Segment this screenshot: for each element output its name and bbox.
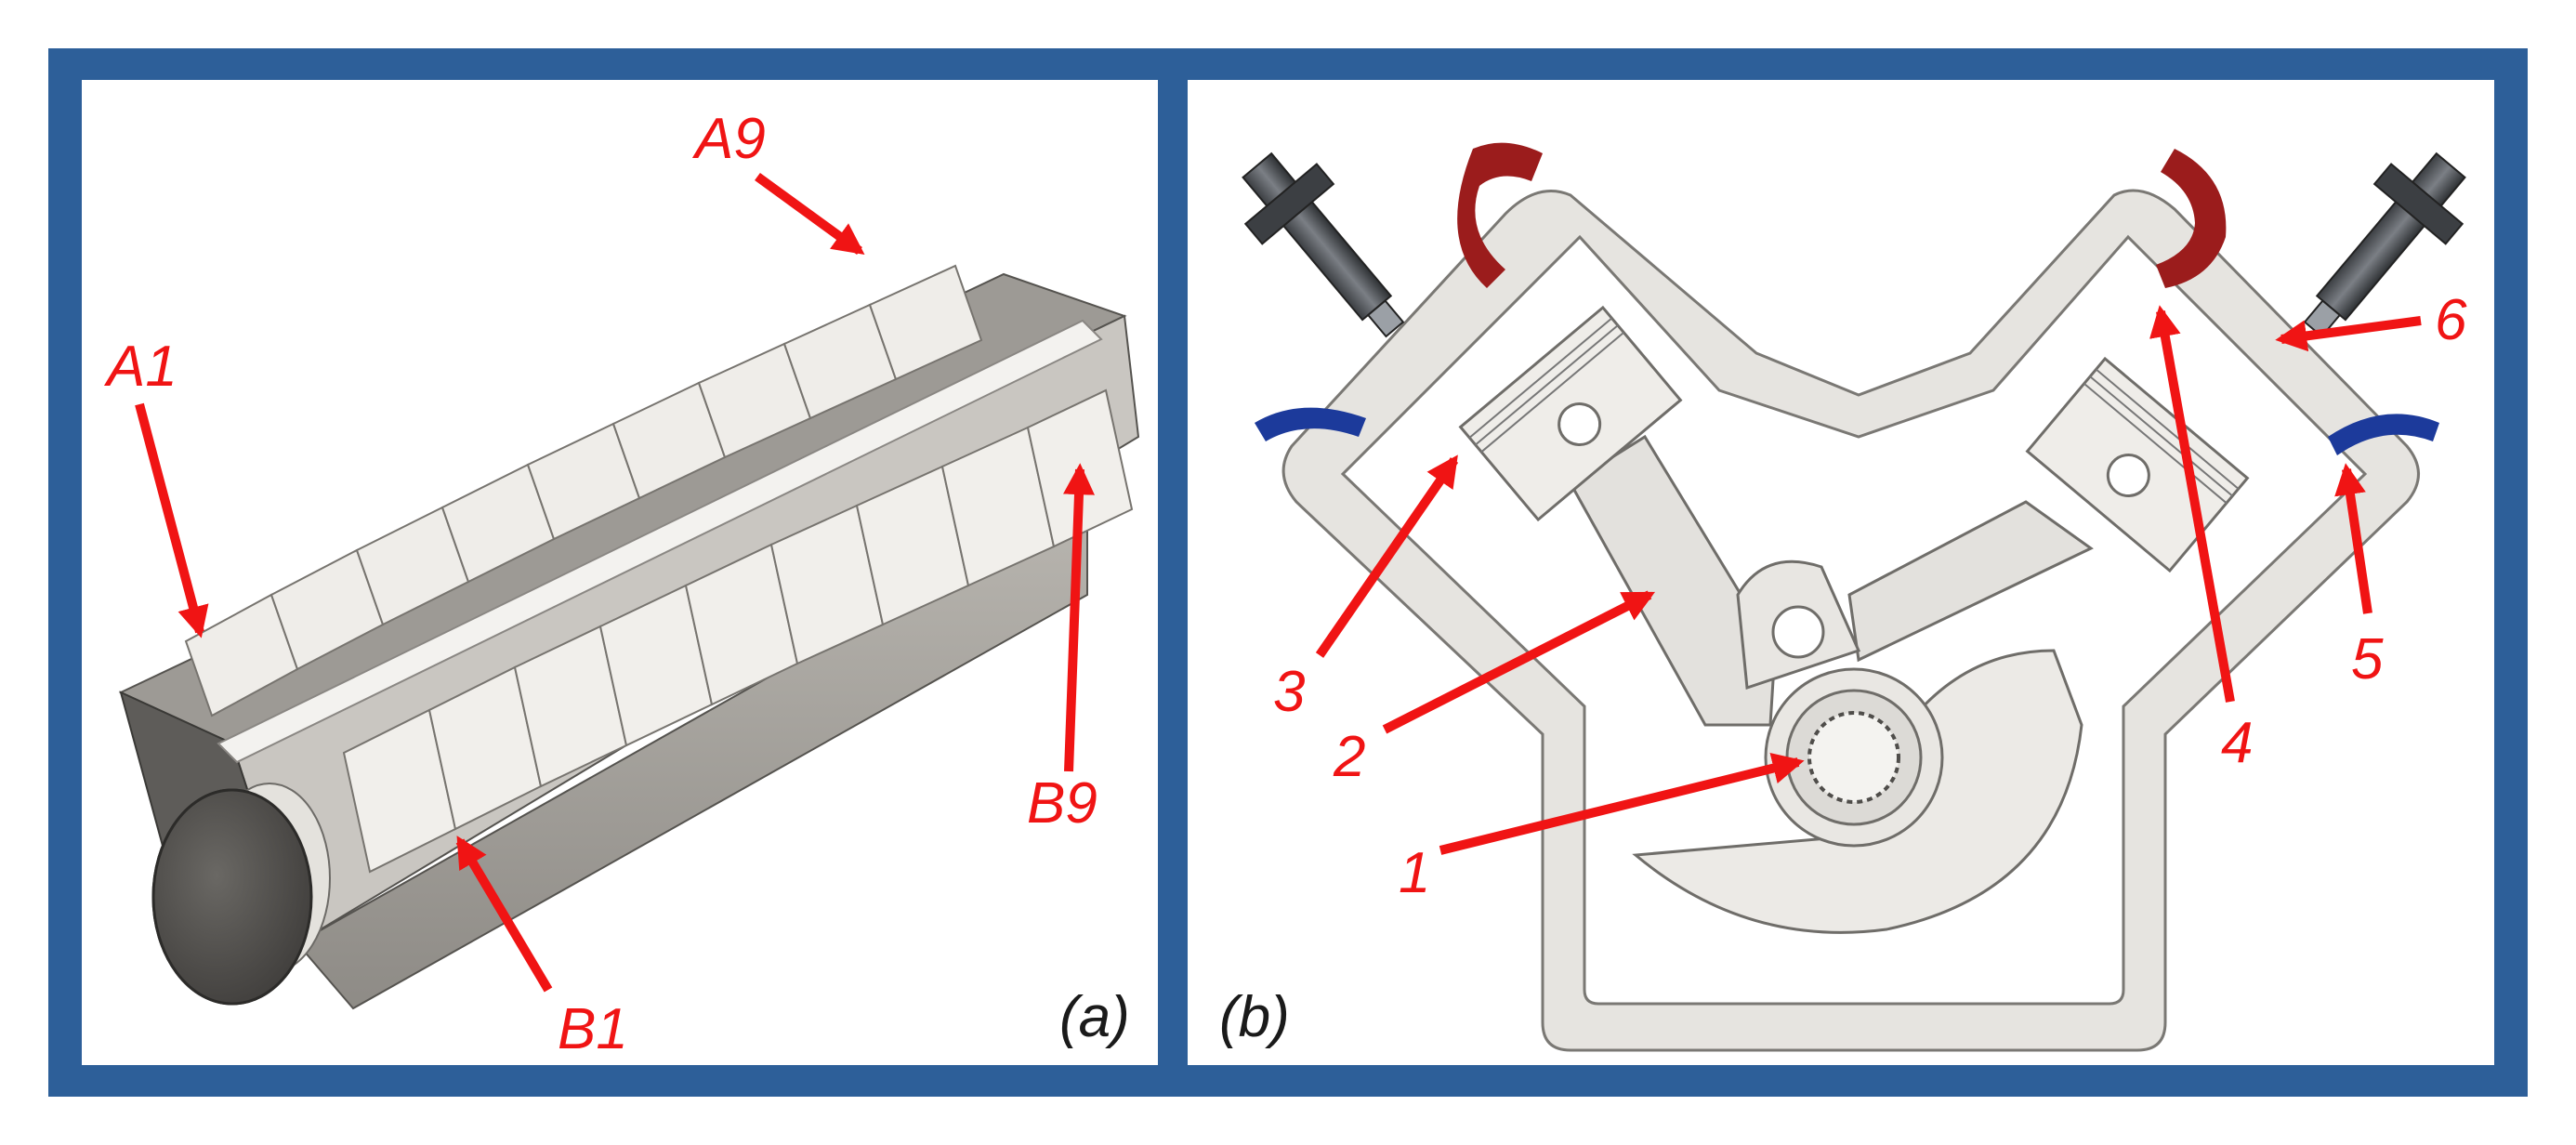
- arrow-a9: [755, 172, 865, 256]
- arrow-b9: [1063, 463, 1095, 772]
- spark-plug-right: [2303, 151, 2466, 338]
- panel-b-tag: (b): [1219, 985, 1290, 1049]
- label-b9: B9: [1027, 771, 1097, 836]
- arrow-4: [2149, 305, 2235, 703]
- label-5: 5: [2351, 627, 2384, 691]
- label-1: 1: [1399, 841, 1430, 905]
- intake-port-right: [2328, 414, 2439, 455]
- exhaust-port-right: [2156, 149, 2227, 288]
- label-a9: A9: [691, 107, 766, 171]
- arrow-a1: [135, 402, 209, 638]
- right-connecting-rod: [1847, 500, 2094, 663]
- crankshaft-hub: [1736, 559, 1944, 848]
- label-2: 2: [1333, 725, 1365, 789]
- arrow-2: [1382, 590, 1656, 734]
- spark-plug-left: [1242, 151, 1405, 338]
- panel-a: A9 A1 B9 B1 (a): [103, 107, 1140, 1061]
- arrow-b1: [455, 836, 553, 993]
- left-piston: [1458, 305, 1683, 522]
- engine-block-3d: [118, 264, 1140, 1010]
- label-6: 6: [2435, 288, 2467, 352]
- exhaust-port-left: [1457, 142, 1543, 288]
- arrow-1: [1439, 753, 1805, 855]
- crank-spline: [1807, 711, 1900, 804]
- arrow-5: [2334, 463, 2372, 614]
- left-connecting-rod: [1568, 434, 1777, 727]
- label-a1: A1: [103, 335, 177, 399]
- panel-b: 1 2 3 4 5 6 (b): [1219, 142, 2467, 1052]
- label-3: 3: [1273, 660, 1305, 724]
- intake-port-left: [1255, 407, 1366, 441]
- cylinder-row-b: [342, 388, 1134, 874]
- label-4: 4: [2221, 711, 2253, 775]
- panel-a-tag: (a): [1059, 985, 1130, 1049]
- cylinder-row-a: [184, 264, 983, 717]
- label-b1: B1: [558, 997, 628, 1061]
- arrow-3: [1315, 454, 1459, 658]
- arrow-6: [2275, 316, 2422, 352]
